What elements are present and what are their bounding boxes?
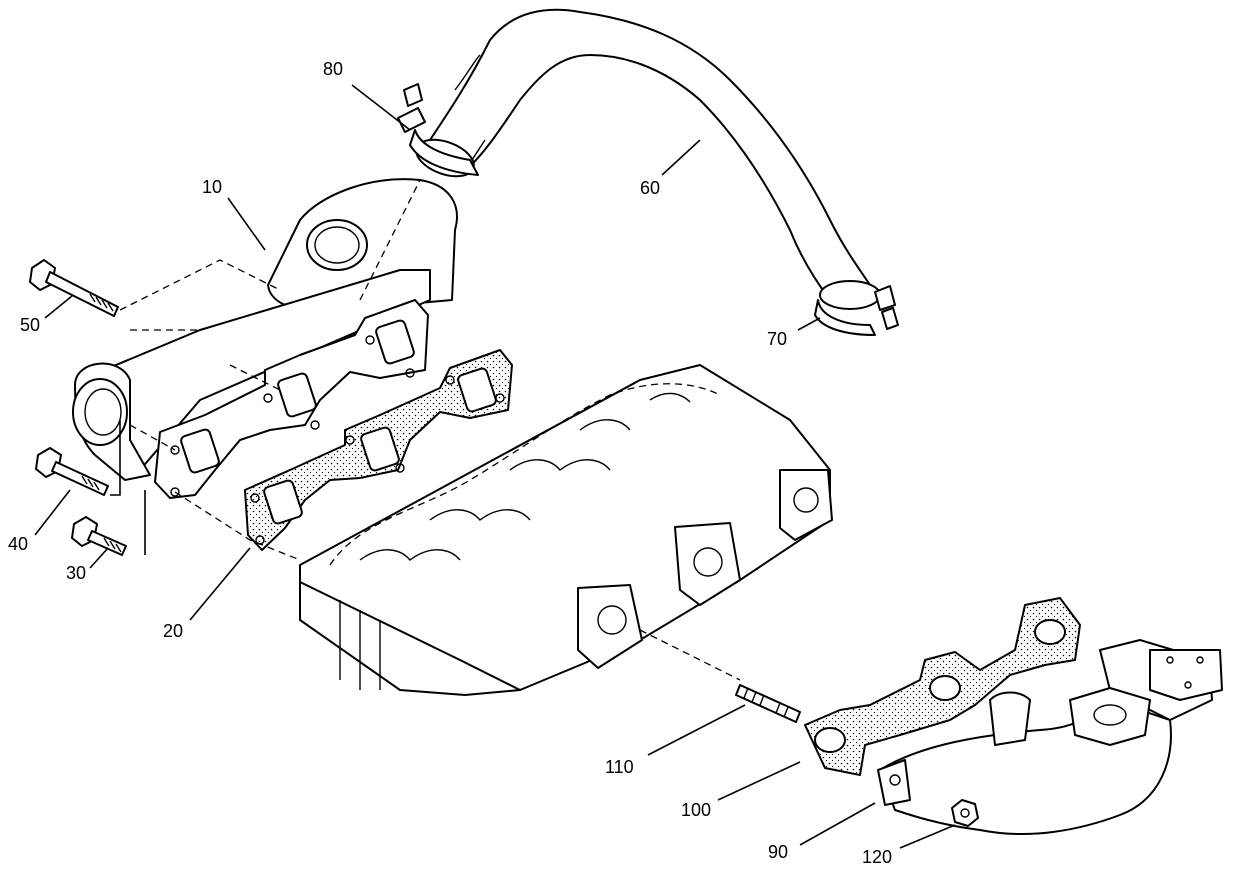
part-label-20: 20 [163,621,184,641]
intake-gasket [804,597,1081,776]
hose-clamp-upper [397,83,479,176]
nut [951,799,979,827]
part-label-120: 120 [862,847,893,867]
part-label-10: 10 [202,177,223,197]
intake-manifold [877,639,1223,835]
part-label-30: 30 [66,563,87,583]
part-label-100: 100 [681,800,712,820]
part-label-70: 70 [767,329,788,349]
part-label-110: 110 [605,757,634,777]
bolt-medium [35,447,109,496]
exhaust-manifold [72,178,458,499]
stud [735,684,801,723]
assembly-lines [110,179,741,681]
leader-lines [34,84,956,849]
manifold-gasket [244,349,513,551]
part-label-80: 80 [323,59,344,79]
part-label-60: 60 [640,178,661,198]
hose-clamp-lower [814,285,899,336]
hose [415,8,881,310]
part-label-90: 90 [768,842,789,862]
bolt-long [29,259,119,317]
part-label-40: 40 [8,534,29,554]
bolt-short [71,516,127,556]
part-label-50: 50 [20,315,41,335]
cylinder-head [299,364,833,696]
